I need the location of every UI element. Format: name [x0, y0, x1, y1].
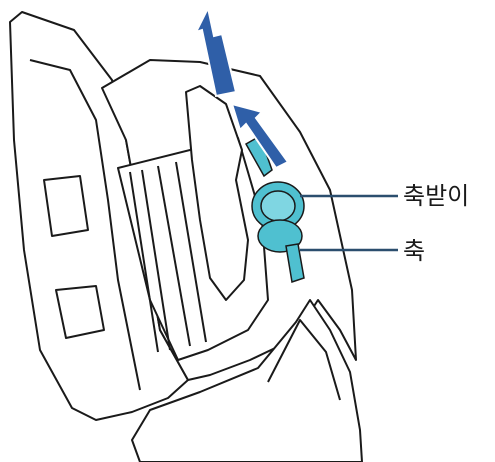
scanner-body: [10, 12, 362, 462]
cover-detail: [44, 176, 88, 236]
shaft-label: 축: [403, 239, 425, 263]
roller-gear-inner: [261, 191, 295, 221]
bearing-label: 축받이: [403, 184, 469, 208]
